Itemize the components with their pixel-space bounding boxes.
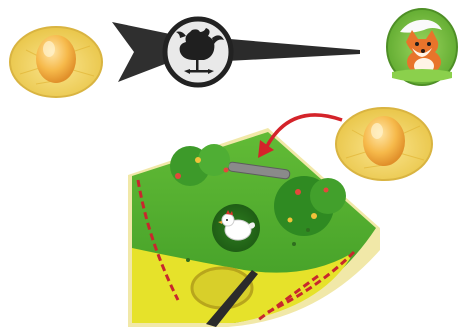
- egg-token-left[interactable]: [6, 22, 106, 100]
- curved-arrow-icon: [250, 108, 346, 168]
- curved-arrow: [250, 108, 346, 168]
- spinner-arrow: [110, 10, 366, 92]
- egg-icon: [6, 22, 106, 100]
- fox-icon: [384, 6, 460, 88]
- fox-token[interactable]: [384, 6, 460, 88]
- weathervane-spinner[interactable]: [110, 10, 366, 92]
